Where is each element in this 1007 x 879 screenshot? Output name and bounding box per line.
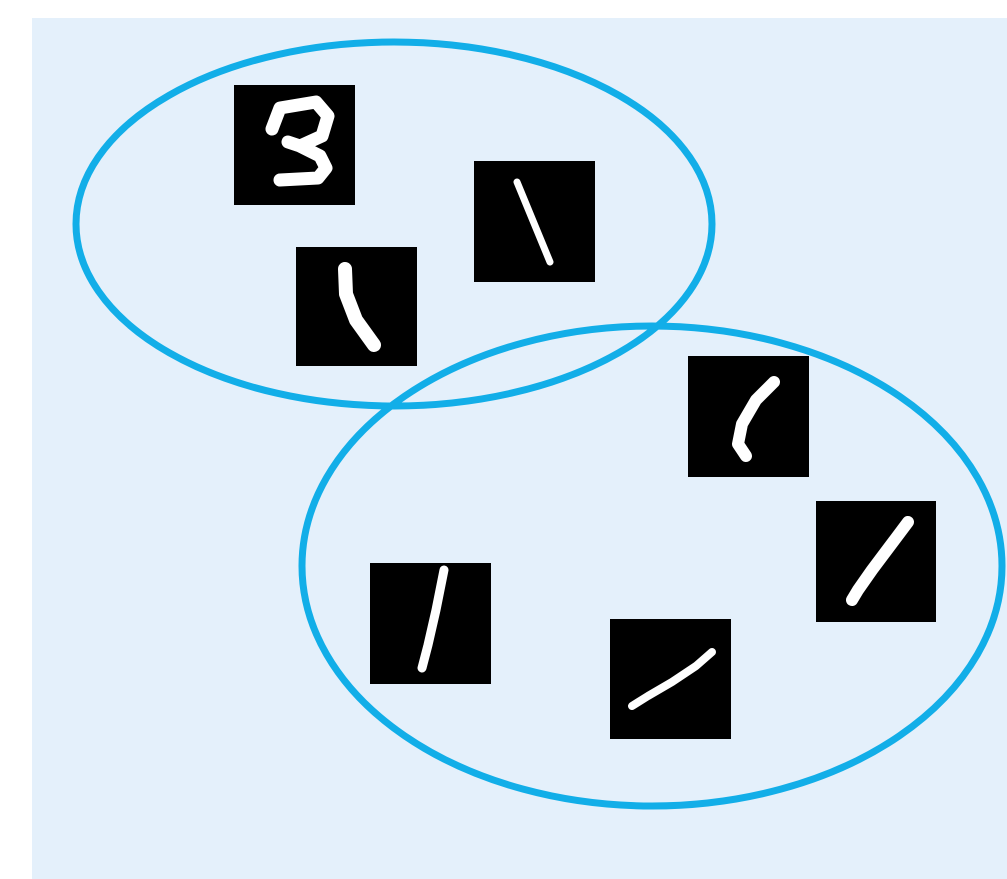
cluster-ellipse-bottom-right (298, 322, 1006, 810)
digit-tile-one-short (296, 247, 417, 366)
digit-tile-one-curved (688, 356, 809, 477)
digit-tile-one-slanted-left (474, 161, 595, 282)
digit-tile-one-flat (610, 619, 731, 739)
panel-fill (32, 18, 1007, 879)
digit-tile-three (234, 85, 355, 205)
digit-tile-one-slanted-right (816, 501, 936, 622)
digit-tile-one-upright (370, 563, 491, 684)
